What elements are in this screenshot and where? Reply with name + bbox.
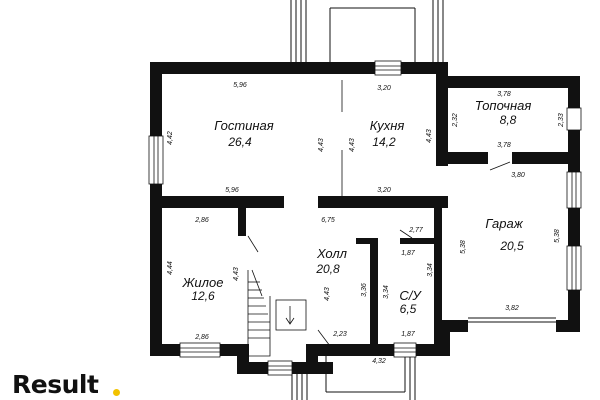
dim-hall-bottom: 2,23 (332, 331, 347, 338)
dim-boiler-right: 2,33 (558, 113, 565, 128)
dim-bedroom-left: 4,44 (167, 261, 174, 275)
room-area-boiler: 8,8 (500, 113, 517, 127)
room-area-hall: 20,8 (315, 262, 340, 276)
dim-hall-left: 4,43 (324, 287, 331, 301)
doors (247, 80, 511, 347)
dim-kitchen-left: 4,43 (349, 138, 356, 152)
dim-bath-right: 3,34 (427, 263, 434, 277)
garage-door (468, 317, 556, 323)
dim-bath-bottom: 1,87 (401, 331, 416, 338)
room-area-living: 26,4 (227, 135, 252, 149)
room-name-hall: Холл (316, 246, 348, 261)
dim-hall-top: 6,75 (321, 217, 335, 224)
room-name-boiler: Топочная (475, 98, 532, 113)
room-labels: Гостиная 26,4 Кухня 14,2 Топочная 8,8 Га… (182, 98, 532, 316)
dim-kitchen-top: 3,20 (377, 85, 391, 92)
room-name-living: Гостиная (214, 118, 274, 133)
dim-boiler-left: 2,32 (452, 113, 459, 128)
top-terrace-lines (290, 0, 444, 62)
dim-garage-left: 5,38 (460, 240, 467, 254)
room-area-bath: 6,5 (400, 302, 417, 316)
windows (148, 60, 582, 376)
room-name-bath: С/У (399, 288, 422, 303)
staircase (247, 269, 307, 357)
room-name-garage: Гараж (485, 216, 523, 231)
room-area-bedroom: 12,6 (191, 289, 215, 303)
bottom-porch-lines (291, 354, 416, 400)
dim-kitchen-bottom: 3,20 (377, 187, 391, 194)
dim-living-bottom: 5,96 (225, 187, 239, 194)
dim-living-right: 4,43 (318, 138, 325, 152)
room-name-kitchen: Кухня (370, 118, 405, 133)
dim-bath-top: 1,87 (401, 250, 416, 257)
dim-bedroom-right: 4,43 (233, 267, 240, 281)
dim-bath-left: 3,34 (383, 285, 390, 299)
dim-garage-top: 3,80 (511, 172, 525, 179)
dim-garage-right: 5,38 (554, 229, 561, 243)
brand-accent-dot (113, 389, 120, 396)
brand-logo: Result (12, 370, 99, 399)
dim-corridor: 2,77 (408, 227, 424, 234)
dim-living-left: 4,42 (167, 131, 174, 145)
dim-bedroom-top: 2,86 (194, 217, 209, 224)
dim-garage-bottom: 3,82 (505, 305, 519, 312)
dim-vestibule: 4,32 (372, 358, 386, 365)
room-area-kitchen: 14,2 (372, 135, 396, 149)
dim-living-top: 5,96 (233, 82, 247, 89)
room-area-garage: 20,5 (499, 239, 524, 253)
dim-bedroom-bottom: 2,86 (194, 334, 209, 341)
room-name-bedroom: Жилое (182, 275, 224, 290)
dim-kitchen-right: 4,43 (426, 129, 433, 143)
dim-boiler-top: 3,78 (497, 91, 511, 98)
interior-walls (150, 152, 580, 350)
dimension-labels: 5,96 5,96 4,42 4,43 3,20 3,20 4,43 4,43 … (167, 82, 565, 365)
dim-boiler-bottom: 3,78 (497, 142, 511, 149)
dim-hall-right: 3,36 (361, 283, 368, 297)
